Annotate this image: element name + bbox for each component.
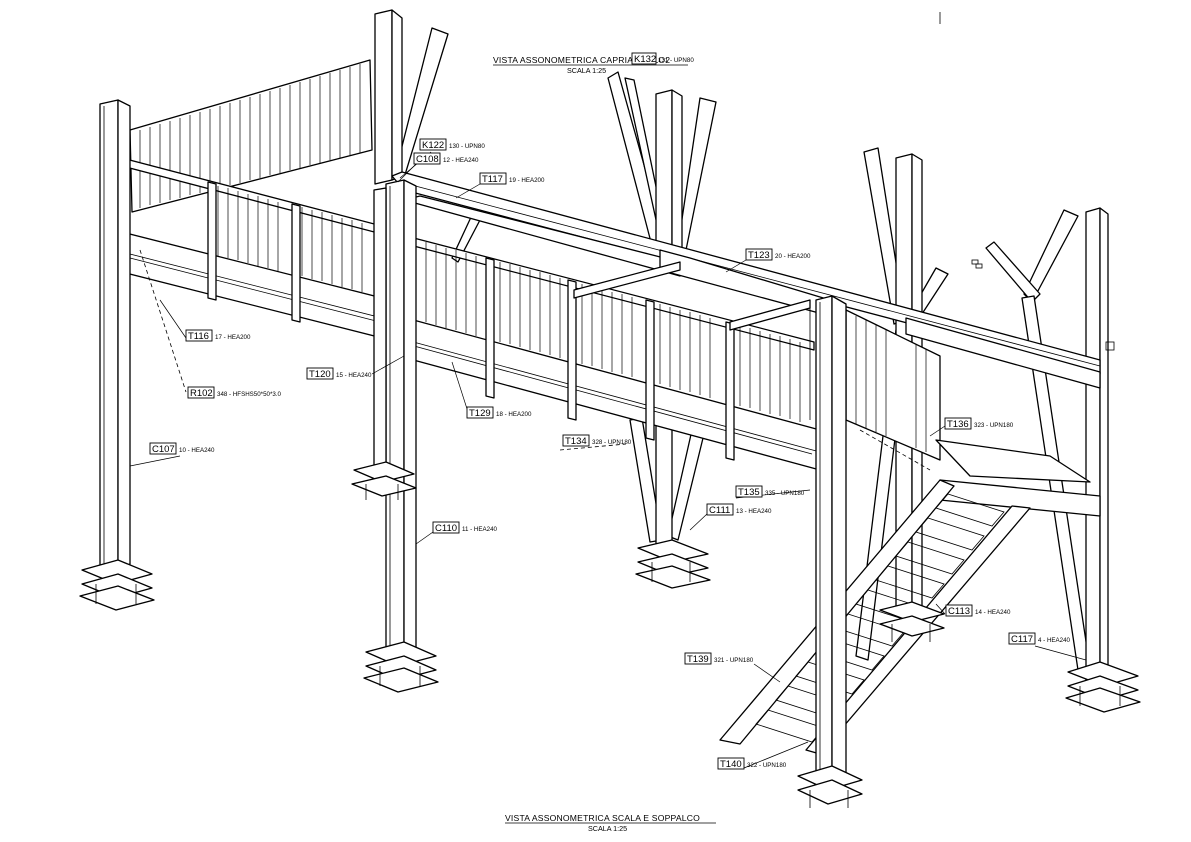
bottom-title: VISTA ASSONOMETRICA SCALA E SOPPALCO <box>505 813 700 823</box>
tag-c111: C111 13 - HEA240 <box>706 503 772 516</box>
tag-c110: C110 11 - HEA240 <box>432 521 498 534</box>
bottom-scale: SCALA 1:25 <box>588 824 627 833</box>
tag-t123: T123 20 - HEA200 <box>745 248 811 261</box>
base-plate-c113 <box>797 765 863 808</box>
base-plate-right-back <box>879 601 945 642</box>
svg-text:T117: T117 <box>482 174 503 185</box>
svg-text:18 - HEA200: 18 - HEA200 <box>496 411 532 418</box>
tag-t140: T140 322 - UPN180 <box>717 757 787 770</box>
top-scale: SCALA 1:25 <box>567 66 606 75</box>
svg-text:328 - UPN180: 328 - UPN180 <box>592 439 632 446</box>
svg-text:T116: T116 <box>188 331 209 342</box>
leader-lines <box>129 151 1087 769</box>
svg-text:C113: C113 <box>948 606 970 617</box>
base-plate-c117 <box>1065 661 1141 713</box>
tag-t129: T129 18 - HEA200 <box>466 406 532 419</box>
svg-text:10 - HEA240: 10 - HEA240 <box>179 447 215 454</box>
base-plates <box>79 461 1141 808</box>
svg-text:K132: K132 <box>634 54 656 65</box>
svg-text:T135: T135 <box>738 487 760 498</box>
svg-text:C108: C108 <box>416 154 439 165</box>
svg-text:335 - UPN180: 335 - UPN180 <box>765 490 805 497</box>
top-title: VISTA ASSONOMETRICA CAPRIATA FILO2 <box>493 55 670 65</box>
svg-text:130 - UPN80: 130 - UPN80 <box>449 143 485 150</box>
tag-c113: C113 14 - HEA240 <box>945 604 1011 617</box>
svg-text:20 - HEA200: 20 - HEA200 <box>775 253 811 260</box>
svg-text:323 - UPN180: 323 - UPN180 <box>974 422 1014 429</box>
svg-text:131 - UPN80: 131 - UPN80 <box>658 57 694 64</box>
tag-t116: T116 17 - HEA200 <box>185 329 251 342</box>
svg-text:C110: C110 <box>435 523 457 534</box>
tag-c108: C108 12 - HEA240 <box>413 152 479 165</box>
svg-text:T129: T129 <box>469 408 491 419</box>
svg-text:T123: T123 <box>748 250 770 261</box>
tag-t135: T135 335 - UPN180 <box>735 485 805 498</box>
base-plate-c110 <box>363 641 439 693</box>
tag-t120: T120 15 - HEA240 <box>306 367 372 380</box>
tag-t139: T139 321 - UPN180 <box>684 652 754 665</box>
svg-text:321 - UPN180: 321 - UPN180 <box>714 657 754 664</box>
tag-t134: T134 328 - UPN180 <box>562 434 632 447</box>
svg-text:T140: T140 <box>720 759 742 770</box>
left-platform <box>121 59 391 341</box>
svg-text:C117: C117 <box>1011 634 1033 645</box>
svg-text:17 - HEA200: 17 - HEA200 <box>215 334 251 341</box>
middle-platform <box>405 235 821 471</box>
base-plate-c107 <box>79 559 155 611</box>
tag-c107: C107 10 - HEA240 <box>149 442 215 455</box>
svg-text:4 - HEA240: 4 - HEA240 <box>1038 637 1071 644</box>
svg-text:C107: C107 <box>152 444 175 455</box>
tag-t117: T117 19 - HEA200 <box>479 172 545 185</box>
tag-k122: K122 130 - UPN80 <box>419 138 485 151</box>
svg-text:322 - UPN180: 322 - UPN180 <box>747 762 787 769</box>
front-columns <box>99 99 847 785</box>
hidden-lines <box>139 249 931 471</box>
top-title-block: VISTA ASSONOMETRICA CAPRIATA FILO2 SCALA… <box>493 55 688 75</box>
right-landing <box>845 309 1101 517</box>
svg-text:R102: R102 <box>190 388 213 399</box>
tag-t136: T136 323 - UPN180 <box>944 417 1014 430</box>
svg-text:348 - HFSHS50*50*3.0: 348 - HFSHS50*50*3.0 <box>217 391 282 398</box>
svg-text:14 - HEA240: 14 - HEA240 <box>975 609 1011 616</box>
svg-text:K122: K122 <box>422 140 444 151</box>
svg-text:19 - HEA200: 19 - HEA200 <box>509 177 545 184</box>
svg-text:T134: T134 <box>565 436 587 447</box>
svg-text:C111: C111 <box>709 505 730 516</box>
base-plate-back-left <box>351 461 417 500</box>
base-plate-center <box>635 539 711 589</box>
svg-text:T139: T139 <box>687 654 709 665</box>
svg-text:15 - HEA240: 15 - HEA240 <box>336 372 372 379</box>
svg-text:13 - HEA240: 13 - HEA240 <box>736 508 772 515</box>
svg-text:T120: T120 <box>309 369 331 380</box>
tag-r102: R102 348 - HFSHS50*50*3.0 <box>187 386 282 399</box>
svg-text:12 - HEA240: 12 - HEA240 <box>443 157 479 164</box>
bottom-title-block: VISTA ASSONOMETRICA SCALA E SOPPALCO SCA… <box>505 813 716 833</box>
tag-c117: C117 4 - HEA240 <box>1008 632 1071 645</box>
top-beams <box>391 171 1101 389</box>
detail-marks <box>939 12 1115 351</box>
svg-text:11 - HEA240: 11 - HEA240 <box>462 526 498 533</box>
svg-text:T136: T136 <box>947 419 969 430</box>
